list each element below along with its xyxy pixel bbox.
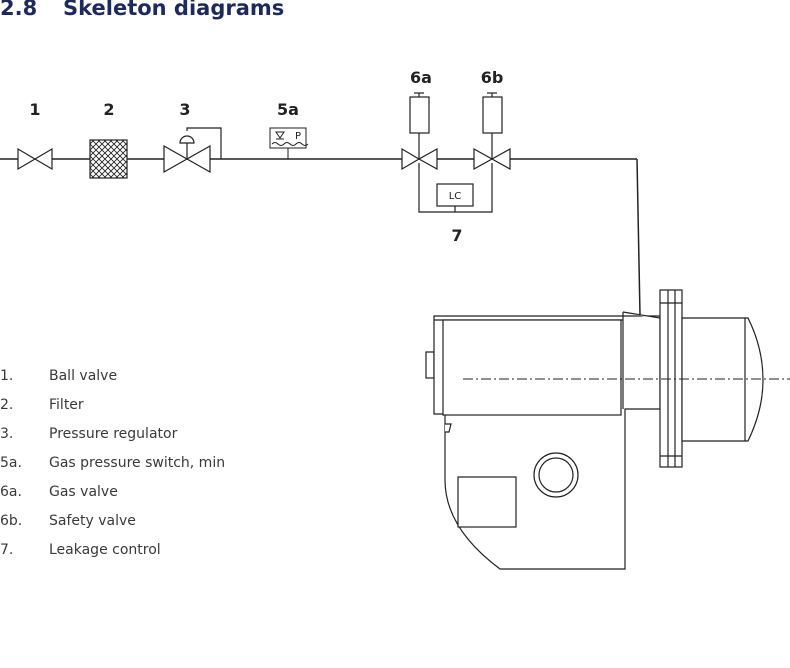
label-pressure-regulator: 3 <box>179 100 190 119</box>
label-gas-valve: 6a <box>410 68 432 87</box>
label-leakage-control: 7 <box>451 226 462 245</box>
legend-label: Ball valve <box>49 368 118 384</box>
pressure-switch-symbol <box>269 127 309 159</box>
legend-label: Safety valve <box>49 513 136 529</box>
legend-label: Gas pressure switch, min <box>49 455 226 471</box>
burner-unit <box>425 289 790 570</box>
legend-item: 5a. Gas pressure switch, min <box>0 455 260 477</box>
legend-item: 6b. Safety valve <box>0 513 260 535</box>
pressure-regulator-symbol <box>163 127 222 174</box>
legend-key: 6b. <box>0 513 23 529</box>
legend-label: Leakage control <box>49 542 161 558</box>
filter-symbol <box>89 139 128 179</box>
legend-label: Pressure regulator <box>49 426 178 442</box>
leakage-control-lc-text: LC <box>449 191 462 202</box>
legend-key: 2. <box>0 397 14 413</box>
legend-item: 3. Pressure regulator <box>0 426 260 448</box>
ball-valve-symbol <box>17 147 53 171</box>
legend-key: 1. <box>0 368 14 384</box>
label-safety-valve: 6b <box>481 68 504 87</box>
legend-key: 6a. <box>0 484 22 500</box>
safety-valve-symbol <box>473 92 511 171</box>
legend-key: 3. <box>0 426 14 442</box>
pressure-switch-p-text: P <box>295 131 301 142</box>
legend-item: 1. Ball valve <box>0 368 260 390</box>
gas-valve-symbol <box>401 92 438 171</box>
legend-item: 6a. Gas valve <box>0 484 260 506</box>
legend-item: 2. Filter <box>0 397 260 419</box>
legend-label: Filter <box>49 397 84 413</box>
label-pressure-switch: 5a <box>277 100 299 119</box>
label-filter: 2 <box>103 100 114 119</box>
section-number: 2.8 <box>0 0 38 20</box>
legend-key: 7. <box>0 542 14 558</box>
gas-pipeline <box>0 158 641 316</box>
legend-item: 7. Leakage control <box>0 542 260 564</box>
label-ball-valve: 1 <box>29 100 40 119</box>
legend-key: 5a. <box>0 455 22 471</box>
legend-label: Gas valve <box>49 484 118 500</box>
leakage-control-symbol <box>418 163 493 213</box>
section-title: Skeleton diagrams <box>63 0 285 20</box>
